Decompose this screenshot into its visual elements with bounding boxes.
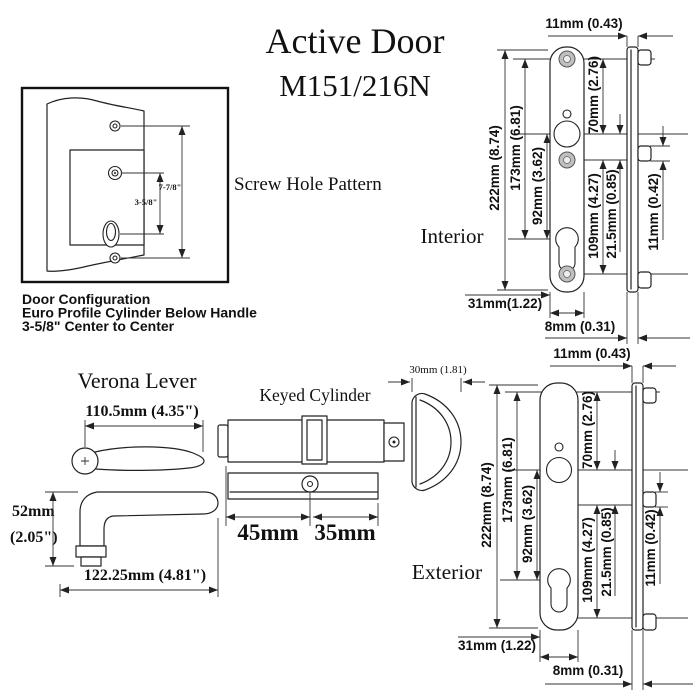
interior-dimension-lines: [465, 32, 690, 344]
interior-strip: [626, 46, 639, 293]
interior-dim-handle-to-cyl: 92mm (3.62): [530, 147, 545, 225]
door-config-line3: 3-5/8" Center to Center: [22, 318, 175, 334]
cylinder-oval-inner: [105, 222, 117, 242]
door-configuration: Door Configuration Euro Profile Cylinder…: [22, 291, 257, 334]
lever-overall-length-dim: 122.25mm (4.81"): [84, 567, 206, 584]
exterior-dim-lower: 109mm (4.27): [580, 517, 595, 603]
exterior-dim-top: 70mm (2.76): [580, 391, 595, 469]
lever-side-view: [75, 491, 219, 567]
interior-screw-bottom-center: [563, 270, 571, 278]
screw-pattern-dimensions: 7-7/8" 3-5/8": [120, 125, 190, 259]
lever-foot-base: [80, 556, 102, 567]
exterior-dim-mid: 21.5mm (0.85): [599, 507, 614, 596]
interior-dim-projection: 8mm (0.31): [545, 319, 616, 334]
lever-top-view: [71, 446, 205, 475]
interior-dim-thickness: 11mm (0.43): [545, 16, 622, 31]
title: Active Door M151/216N: [266, 21, 445, 103]
screw-hole-pattern-label: Screw Hole Pattern: [234, 174, 382, 195]
cylinder-left-cap: [217, 424, 229, 458]
dim-7-7-8: 7-7/8": [159, 182, 182, 192]
exterior-dim-handle-to-cyl: 92mm (3.62): [520, 485, 535, 563]
exterior-tab-bottom: [642, 613, 657, 631]
interior-diagram: Interior: [421, 16, 690, 344]
faceplate-outline: [46, 97, 145, 272]
stem-screw-dot: [392, 440, 396, 444]
exterior-dim-total-height: 222mm (8.74): [479, 462, 494, 548]
cam-center: [306, 480, 314, 488]
exterior-dim-width: 31mm (1.22): [458, 638, 536, 653]
exterior-diagram: Exterior: [412, 346, 693, 690]
exterior-euro-cutout: [547, 568, 571, 613]
keyed-cylinder-section: Keyed Cylinder 30mm (1.81) 45: [217, 364, 485, 545]
exterior-strip: [631, 382, 644, 631]
verona-lever-section: Verona Lever 110.5mm (4.35") 52mm (2.05"…: [10, 368, 219, 597]
exterior-label: Exterior: [412, 560, 482, 584]
key-slot: [306, 419, 323, 461]
exterior-plate: [539, 382, 579, 631]
interior-euro-cutout: [555, 227, 579, 272]
exterior-dim-screw-span: 173mm (6.81): [500, 437, 515, 523]
interior-dim-mid: 21.5mm (0.85): [604, 169, 619, 258]
interior-dim-tab: 11mm (0.42): [646, 173, 661, 250]
model-number: M151/216N: [279, 68, 431, 103]
cylinder-drawing: [217, 392, 462, 500]
dim-3-5-8: 3-5/8": [135, 197, 158, 207]
interior-dim-total-height: 222mm (8.74): [487, 125, 502, 211]
thumbturn-width-dim: 30mm (1.81): [409, 364, 467, 376]
thumbturn-wing: [411, 392, 462, 492]
interior-tab-bottom: [637, 271, 652, 289]
interior-dim-screw-span: 173mm (6.81): [508, 105, 523, 191]
exterior-tab-middle: [642, 491, 657, 508]
interior-screw-middle-center: [563, 156, 571, 164]
exterior-tab-top: [642, 387, 657, 404]
exterior-small-hole: [554, 442, 564, 452]
exterior-dim-thickness: 11mm (0.43): [553, 346, 630, 361]
lever-top-length-dim: 110.5mm (4.35"): [85, 403, 198, 420]
interior-tab-middle: [637, 145, 652, 162]
keyed-cylinder-label: Keyed Cylinder: [259, 385, 370, 405]
interior-tab-top: [637, 49, 652, 66]
interior-label: Interior: [421, 224, 484, 248]
screw-hole-top-center: [112, 123, 118, 129]
verona-lever-label: Verona Lever: [77, 368, 197, 393]
interior-side-profile: [626, 46, 652, 293]
screw-hole-pattern-panel: 7-7/8" 3-5/8": [20, 86, 230, 284]
door-config-line1: Door Configuration: [22, 291, 150, 307]
screw-hole-bottom-center: [112, 255, 118, 261]
interior-small-hole: [562, 109, 572, 119]
lever-height-dim-in: (2.05"): [10, 529, 58, 546]
interior-screw-top-center: [563, 55, 571, 63]
interior-plate: [549, 46, 585, 293]
cylinder-left-dim: 45mm: [237, 520, 298, 545]
exterior-dim-tab: 11mm (0.42): [643, 509, 658, 586]
door-config-line2: Euro Profile Cylinder Below Handle: [22, 305, 257, 321]
screw-hole-middle-dot: [114, 172, 116, 174]
lever-height-dim-mm: 52mm: [12, 503, 55, 520]
interior-handle-hole: [553, 120, 581, 148]
panel-border: [20, 86, 230, 284]
interior-dim-top: 70mm (2.76): [586, 56, 601, 134]
lever-foot: [75, 545, 107, 558]
exterior-side-profile: [631, 382, 657, 631]
exterior-dimension-lines: [458, 362, 693, 690]
page-title: Active Door: [266, 21, 445, 61]
interior-dim-lower: 109mm (4.27): [586, 173, 601, 259]
exterior-dim-projection: 8mm (0.31): [553, 663, 624, 678]
interior-dim-width: 31mm(1.22): [468, 296, 542, 311]
cylinder-right-dim: 35mm: [314, 520, 375, 545]
exterior-handle-hole: [545, 456, 573, 484]
